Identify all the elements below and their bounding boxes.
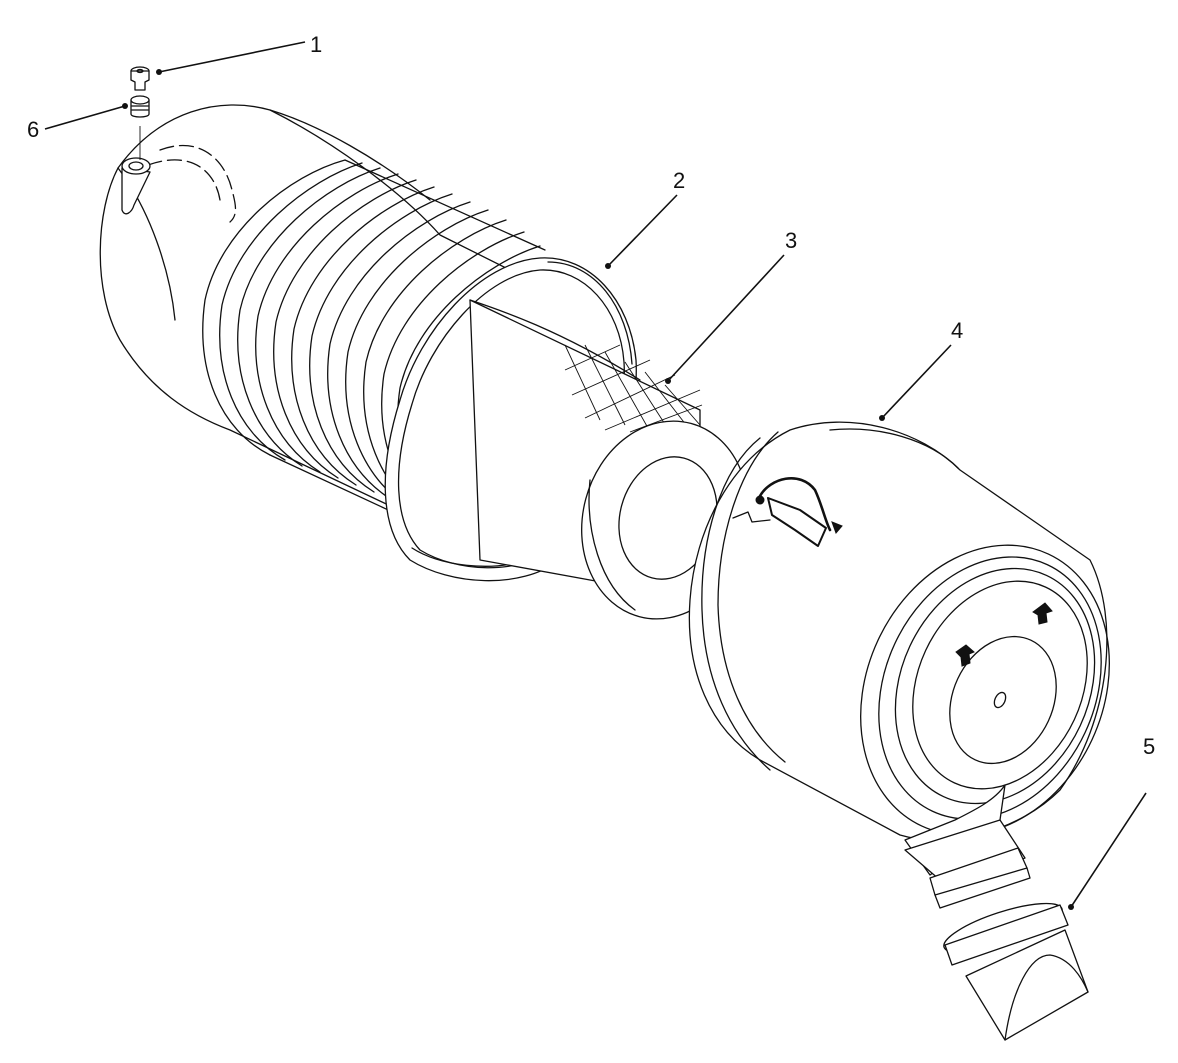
- leader-lines: [44, 41, 1147, 910]
- callout-2: 2: [673, 168, 686, 193]
- arrow-icon: [1032, 602, 1053, 625]
- fitting-part-6: [130, 95, 150, 160]
- clamp-latch: [732, 477, 843, 547]
- cap-part-1: [130, 66, 150, 91]
- end-cover-part-4: [688, 421, 1110, 887]
- vacuator-valve-part-5: [929, 847, 1089, 1041]
- callout-6: 6: [27, 117, 40, 142]
- callout-4: 4: [951, 318, 964, 343]
- callout-5: 5: [1143, 734, 1156, 759]
- callout-3: 3: [785, 228, 798, 253]
- arrow-icon: [955, 644, 975, 667]
- callout-1: 1: [310, 32, 323, 57]
- ribbed-body-section: [202, 159, 546, 549]
